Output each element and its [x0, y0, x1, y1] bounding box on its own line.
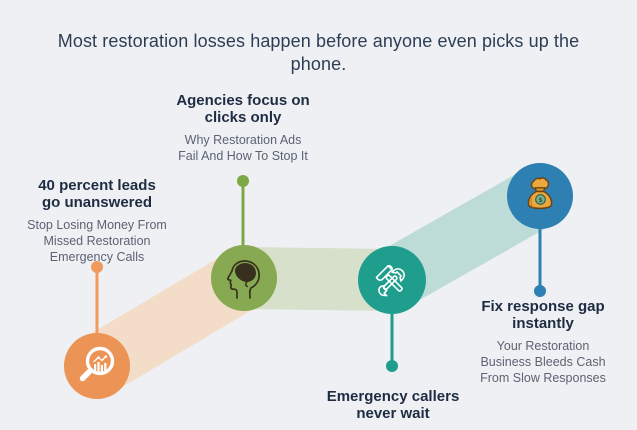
milestone-subtext-fix: Your Restoration Business Bleeds Cash Fr…: [480, 339, 606, 385]
milestone-text-agencies: Agencies focus on clicks only Why Restor…: [143, 92, 343, 164]
connector-stem-fix: [534, 226, 546, 297]
connector-dot-emergency: [386, 360, 398, 372]
milestone-subtext-leads: Stop Losing Money From Missed Restoratio…: [27, 218, 167, 264]
connector-dot-fix: [534, 285, 546, 297]
milestone-text-emergency: Emergency callers never wait: [293, 388, 493, 422]
money-bag-icon: $: [527, 177, 553, 210]
milestone-heading-leads: 40 percent leads go unanswered: [38, 177, 156, 211]
milestone-subtext-agencies: Why Restoration Ads Fail And How To Stop…: [178, 133, 308, 163]
milestone-heading-emergency: Emergency callers never wait: [326, 388, 460, 422]
milestone-text-leads: 40 percent leads go unanswered Stop Losi…: [2, 177, 192, 265]
connector-stem-leads: [91, 261, 103, 338]
magnifier-chart-icon: [79, 346, 115, 382]
milestone-circle-fix: $: [507, 163, 573, 229]
milestone-circle-agencies: [211, 245, 277, 311]
hammer-wrench-icon: [375, 264, 405, 297]
connector-stem-agencies: [237, 175, 249, 250]
milestone-text-fix: Fix response gap instantly Your Restorat…: [443, 298, 637, 386]
milestone-heading-fix: Fix response gap instantly: [481, 298, 605, 332]
milestone-circle-emergency: [358, 246, 426, 314]
infographic-title: Most restoration losses happen before an…: [57, 31, 580, 74]
milestone-heading-agencies: Agencies focus on clicks only: [176, 92, 310, 126]
connector-dot-agencies: [237, 175, 249, 187]
svg-text:$: $: [538, 196, 543, 204]
connector-stem-emergency: [386, 310, 398, 372]
connector-dot-leads: [91, 261, 103, 273]
brain-head-icon: [226, 260, 261, 299]
milestone-circle-leads: [64, 333, 130, 399]
